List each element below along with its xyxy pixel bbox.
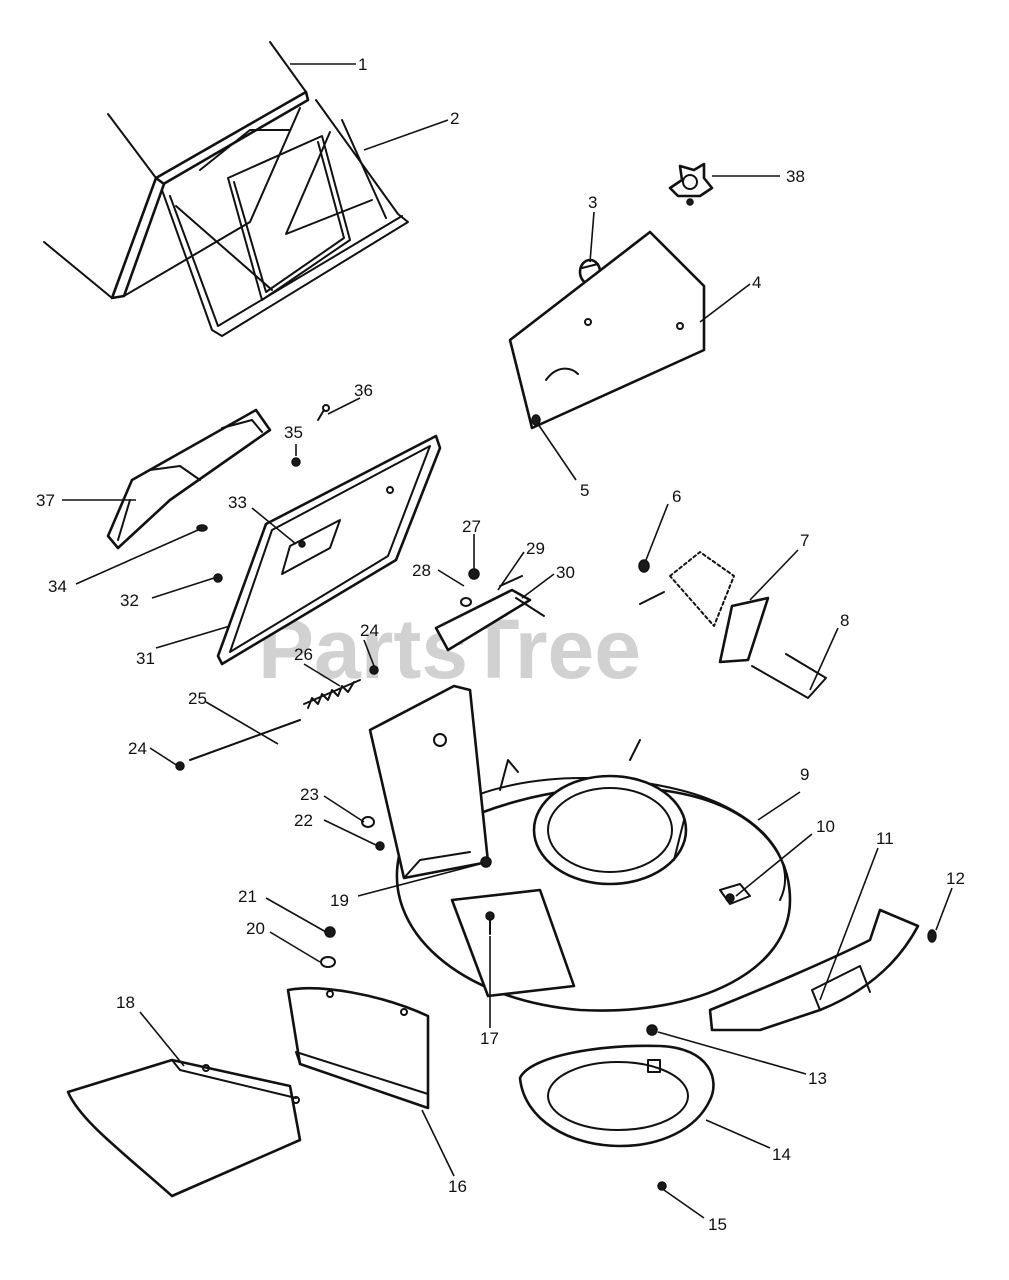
- part-side-chute[interactable]: [708, 908, 920, 1032]
- part-bag-frame[interactable]: [161, 99, 409, 337]
- part-19-bolt[interactable]: [480, 856, 492, 868]
- callout-8: 8: [840, 611, 849, 630]
- callout-38: 38: [786, 167, 805, 186]
- part-12-nut[interactable]: [927, 929, 937, 943]
- callout-12: 12: [946, 869, 965, 888]
- part-17-bolt[interactable]: [485, 911, 495, 935]
- callout-30: 30: [556, 563, 575, 582]
- callout-4: 4: [752, 273, 761, 292]
- part-30-bracket[interactable]: [434, 588, 545, 652]
- callout-17: 17: [480, 1029, 499, 1048]
- callout-2: 2: [450, 109, 459, 128]
- callout-29: 29: [526, 539, 545, 558]
- callout-34: 34: [48, 577, 67, 596]
- callout-22: 22: [294, 811, 313, 830]
- part-rear-door[interactable]: [508, 230, 706, 430]
- callout-6: 6: [672, 487, 681, 506]
- callout-24-bottom: 24: [128, 739, 147, 758]
- part-34-pin[interactable]: [196, 524, 208, 532]
- callout-20: 20: [246, 919, 265, 938]
- part-24-nut-top[interactable]: [369, 665, 379, 675]
- callout-26: 26: [294, 645, 313, 664]
- part-22-screw[interactable]: [375, 841, 385, 851]
- part-33-bolt[interactable]: [298, 540, 306, 548]
- callout-14: 14: [772, 1145, 791, 1164]
- part-24-nut-bottom[interactable]: [175, 761, 185, 771]
- callout-36: 36: [354, 381, 373, 400]
- callout-19: 19: [330, 891, 349, 910]
- part-27-nut[interactable]: [468, 568, 480, 580]
- callout-37: 37: [36, 491, 55, 510]
- part-cap[interactable]: [668, 162, 714, 206]
- callout-15: 15: [708, 1215, 727, 1234]
- part-8-rod[interactable]: [751, 653, 827, 699]
- part-20-washer[interactable]: [320, 956, 336, 968]
- leader-lines: [62, 63, 953, 1219]
- callout-23: 23: [300, 785, 319, 804]
- part-baffle[interactable]: [518, 1044, 715, 1148]
- callout-13: 13: [808, 1069, 827, 1088]
- callout-28: 28: [412, 561, 431, 580]
- part-26-spring[interactable]: [303, 679, 361, 709]
- callout-21: 21: [238, 887, 257, 906]
- part-21-nut[interactable]: [324, 926, 336, 938]
- part-13-bolt[interactable]: [646, 1024, 658, 1036]
- part-29-spring[interactable]: [499, 575, 523, 587]
- part-skirt[interactable]: [286, 987, 430, 1110]
- part-mower-deck[interactable]: [368, 684, 792, 1012]
- callout-35: 35: [284, 423, 303, 442]
- part-discharge-chute[interactable]: [66, 1058, 302, 1198]
- callout-3: 3: [588, 193, 597, 212]
- part-frame-panel[interactable]: [216, 434, 442, 666]
- part-28-washer[interactable]: [460, 597, 472, 607]
- callout-31: 31: [136, 649, 155, 668]
- callout-25: 25: [188, 689, 207, 708]
- part-35-nut[interactable]: [291, 457, 301, 467]
- part-36-pin[interactable]: [317, 404, 330, 421]
- callout-16: 16: [448, 1177, 467, 1196]
- callout-10: 10: [816, 817, 835, 836]
- callout-33: 33: [228, 493, 247, 512]
- part-15-screw[interactable]: [657, 1181, 667, 1191]
- callout-7: 7: [800, 531, 809, 550]
- part-7-plate[interactable]: [639, 551, 770, 664]
- callout-24-top: 24: [360, 621, 379, 640]
- callout-9: 9: [800, 765, 809, 784]
- callout-1: 1: [358, 55, 367, 74]
- part-grass-bag[interactable]: [43, 41, 310, 300]
- part-deflector-bracket[interactable]: [106, 408, 272, 550]
- part-door-pin[interactable]: [531, 414, 541, 426]
- part-10-screw[interactable]: [725, 893, 735, 903]
- callout-11: 11: [876, 829, 894, 848]
- callout-labels: 1 2 3 4 5 6 7 8 9 10 11 12 13 14 15 16 1…: [36, 55, 965, 1234]
- part-25-rod[interactable]: [189, 719, 301, 761]
- part-6-plug[interactable]: [638, 559, 650, 573]
- part-32-bolt[interactable]: [213, 573, 223, 583]
- callout-5: 5: [580, 481, 589, 500]
- callout-27: 27: [462, 517, 481, 536]
- callout-18: 18: [116, 993, 135, 1012]
- part-23-washer[interactable]: [361, 816, 375, 828]
- callout-32: 32: [120, 591, 139, 610]
